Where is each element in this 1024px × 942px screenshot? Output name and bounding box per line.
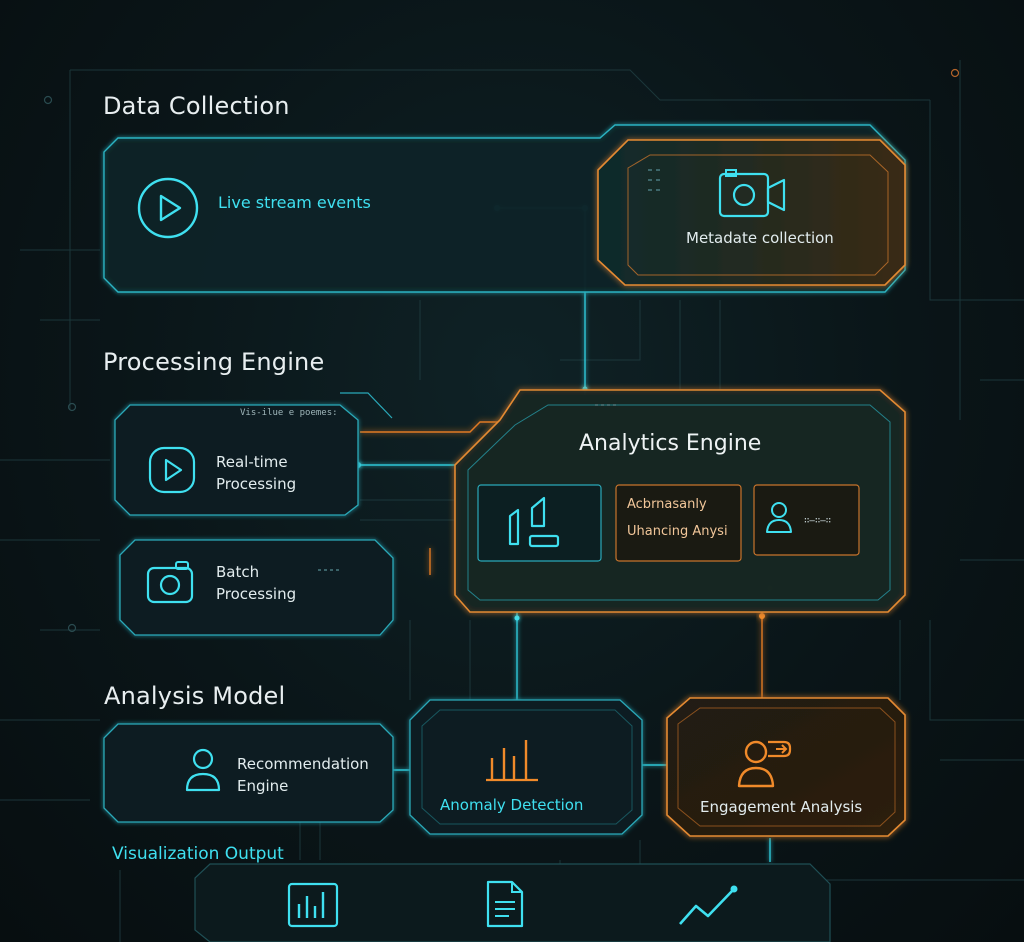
- section-title-analysis-model: Analysis Model: [104, 682, 286, 710]
- analytics-sub-label-3: ∷̶∷̶∷: [804, 516, 832, 526]
- node-engagement-label: Engagement Analysis: [700, 798, 863, 816]
- processing-tag: Vis-ilue e poemes:: [240, 408, 338, 418]
- node-batch-label-1: Batch: [216, 563, 260, 581]
- play-icon: [137, 177, 199, 239]
- play-icon: [148, 446, 196, 494]
- analytics-sub-label-2: Uhancing Anysi: [627, 524, 728, 539]
- node-batch-label-2: Processing: [216, 585, 297, 603]
- line-chart-icon: [679, 885, 738, 925]
- camera-icon: [718, 169, 786, 218]
- camera-icon: [146, 561, 194, 604]
- node-realtime-label-1: Real-time: [216, 453, 288, 471]
- node-realtime-label-2: Processing: [216, 475, 297, 493]
- node-metadata-label: Metadate collection: [686, 229, 834, 247]
- analytics-engine-title: Analytics Engine: [579, 431, 762, 456]
- bar-chart-icon: [508, 496, 560, 548]
- node-recommendation-label-1: Recommendation: [237, 755, 369, 773]
- analytics-sub-label-1: Acbrnasanly: [627, 497, 707, 512]
- document-icon: [486, 880, 524, 928]
- bar-chart-icon: [287, 882, 339, 928]
- section-title-visualization-output: Visualization Output: [112, 844, 284, 864]
- section-title-data-collection: Data Collection: [103, 92, 290, 120]
- bar-chart-icon: [486, 740, 538, 782]
- section-title-processing-engine: Processing Engine: [103, 348, 325, 376]
- user-icon: [766, 502, 792, 533]
- node-anomaly-label: Anomaly Detection: [440, 796, 584, 814]
- user-icon: [185, 748, 221, 792]
- node-recommendation-label-2: Engine: [237, 777, 289, 795]
- node-live-stream-label: Live stream events: [218, 193, 371, 212]
- user-share-icon: [737, 740, 792, 788]
